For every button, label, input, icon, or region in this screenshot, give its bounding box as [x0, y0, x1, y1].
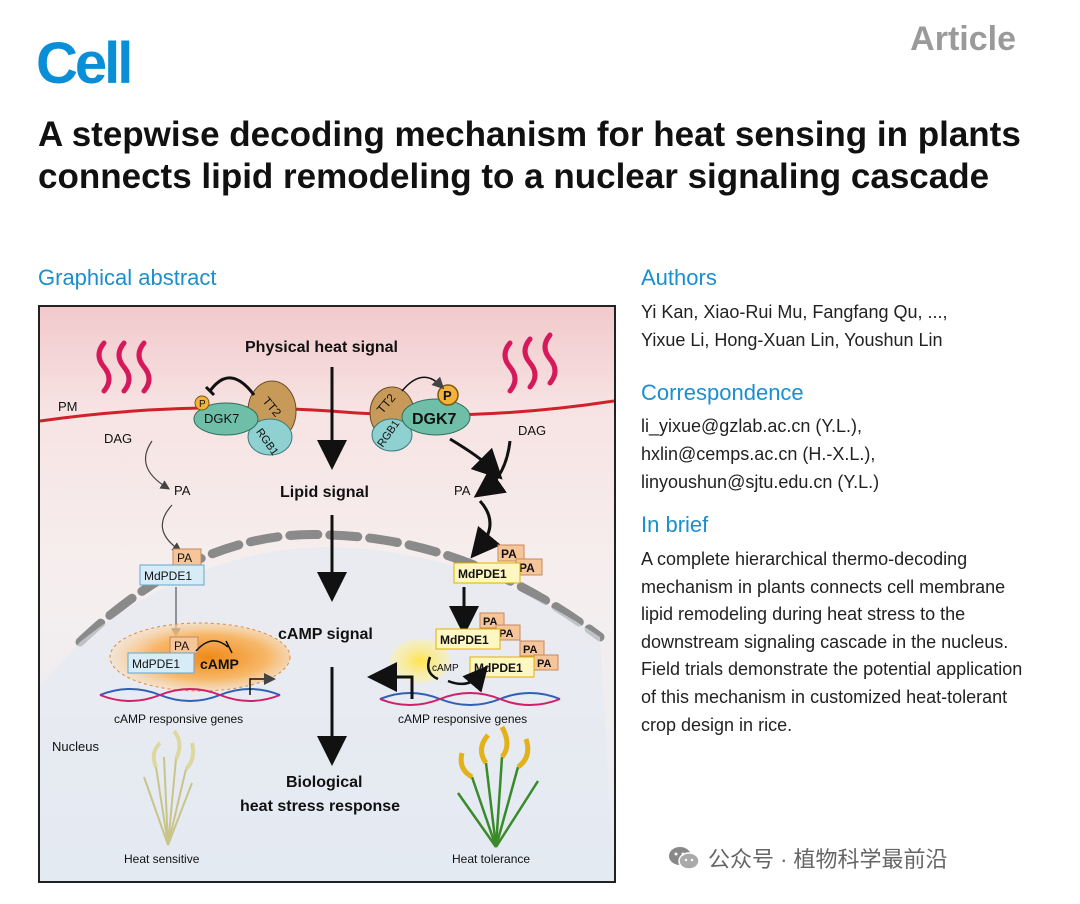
camp-signal: cAMP signal — [278, 626, 373, 643]
mdpde1-nuc-left: MdPDE1 — [132, 657, 180, 671]
pa-box-right-1: PA — [501, 547, 517, 561]
graphical-abstract-heading: Graphical abstract — [38, 265, 217, 290]
heat-tolerance-plant-icon — [456, 725, 540, 848]
correspondence-heading: Correspondence — [641, 380, 804, 405]
pm-label: PM — [58, 399, 78, 414]
dgk7-left: DGK7 — [204, 411, 239, 426]
biological-label: Biological — [286, 774, 362, 791]
pa-nuc-left: PA — [174, 639, 189, 653]
dgk7-right: DGK7 — [412, 411, 457, 428]
in-brief-heading: In brief — [641, 512, 709, 537]
wechat-icon — [669, 847, 700, 870]
dag-left: DAG — [104, 431, 132, 446]
pa-nuc-right-4: PA — [537, 658, 552, 670]
in-brief-text: A complete hierarchical thermo-decoding … — [641, 549, 1023, 735]
pa-box-right-2: PA — [519, 561, 535, 575]
mdpde1-left: MdPDE1 — [144, 569, 192, 583]
p-label-right: P — [443, 388, 452, 403]
mdpde1-nuc-right-2: MdPDE1 — [474, 661, 523, 675]
author-line: Yi Kan, Xiao-Rui Mu, Fangfang Qu, ..., — [641, 302, 948, 322]
mdpde1-nuc-right-1: MdPDE1 — [440, 633, 489, 647]
article-type-label: Article — [910, 20, 1016, 58]
lipid-signal: Lipid signal — [280, 484, 369, 501]
p-label-left: P — [199, 399, 206, 410]
physical-heat-signal: Physical heat signal — [245, 339, 398, 356]
author-list: Yi Kan, Xiao-Rui Mu, Fangfang Qu, ..., Y… — [641, 298, 1041, 354]
graphical-abstract-figure: PM P DGK7 TT2 RGB1 P DGK7 TT2 RGB1 Physi… — [38, 305, 616, 883]
pa-nuc-right-2: PA — [499, 628, 514, 640]
graphical-abstract-svg: PM P DGK7 TT2 RGB1 P DGK7 TT2 RGB1 Physi… — [40, 307, 614, 881]
email-link[interactable]: hxlin@cemps.ac.cn (H.-X.L.), — [641, 444, 876, 464]
camp-genes-right: cAMP responsive genes — [398, 712, 527, 726]
heat-sensitive-label: Heat sensitive — [124, 852, 200, 866]
pa-left: PA — [174, 483, 191, 498]
authors-heading: Authors — [641, 265, 717, 290]
camp-left: cAMP — [200, 656, 239, 672]
pa-box-left: PA — [177, 551, 192, 565]
camp-genes-left: cAMP responsive genes — [114, 712, 243, 726]
dag-right: DAG — [518, 423, 546, 438]
watermark-text: 公众号 · 植物科学最前沿 — [708, 847, 948, 872]
author-line: Yixue Li, Hong-Xuan Lin, Youshun Lin — [641, 330, 943, 350]
email-link[interactable]: li_yixue@gzlab.ac.cn (Y.L.), — [641, 416, 863, 436]
article-title: A stepwise decoding mechanism for heat s… — [38, 115, 1021, 196]
correspondence-list: li_yixue@gzlab.ac.cn (Y.L.), hxlin@cemps… — [641, 412, 879, 496]
dna-right — [379, 692, 561, 706]
heat-sensitive-plant-icon — [143, 729, 196, 846]
email-link[interactable]: linyoushun@sjtu.edu.cn (Y.L.) — [641, 472, 880, 492]
heat-stress-response-label: heat stress response — [240, 798, 400, 815]
heat-tolerance-label: Heat tolerance — [452, 852, 530, 866]
pa-nuc-right-1: PA — [483, 616, 498, 628]
pa-nuc-right-3: PA — [523, 644, 538, 656]
nucleus-label: Nucleus — [52, 739, 99, 754]
journal-logo: Cell — [36, 31, 133, 96]
watermark: 公众号 · 植物科学最前沿 — [668, 842, 948, 874]
pa-right: PA — [454, 483, 471, 498]
mdpde1-right: MdPDE1 — [458, 567, 507, 581]
camp-right: cAMP — [432, 663, 459, 674]
